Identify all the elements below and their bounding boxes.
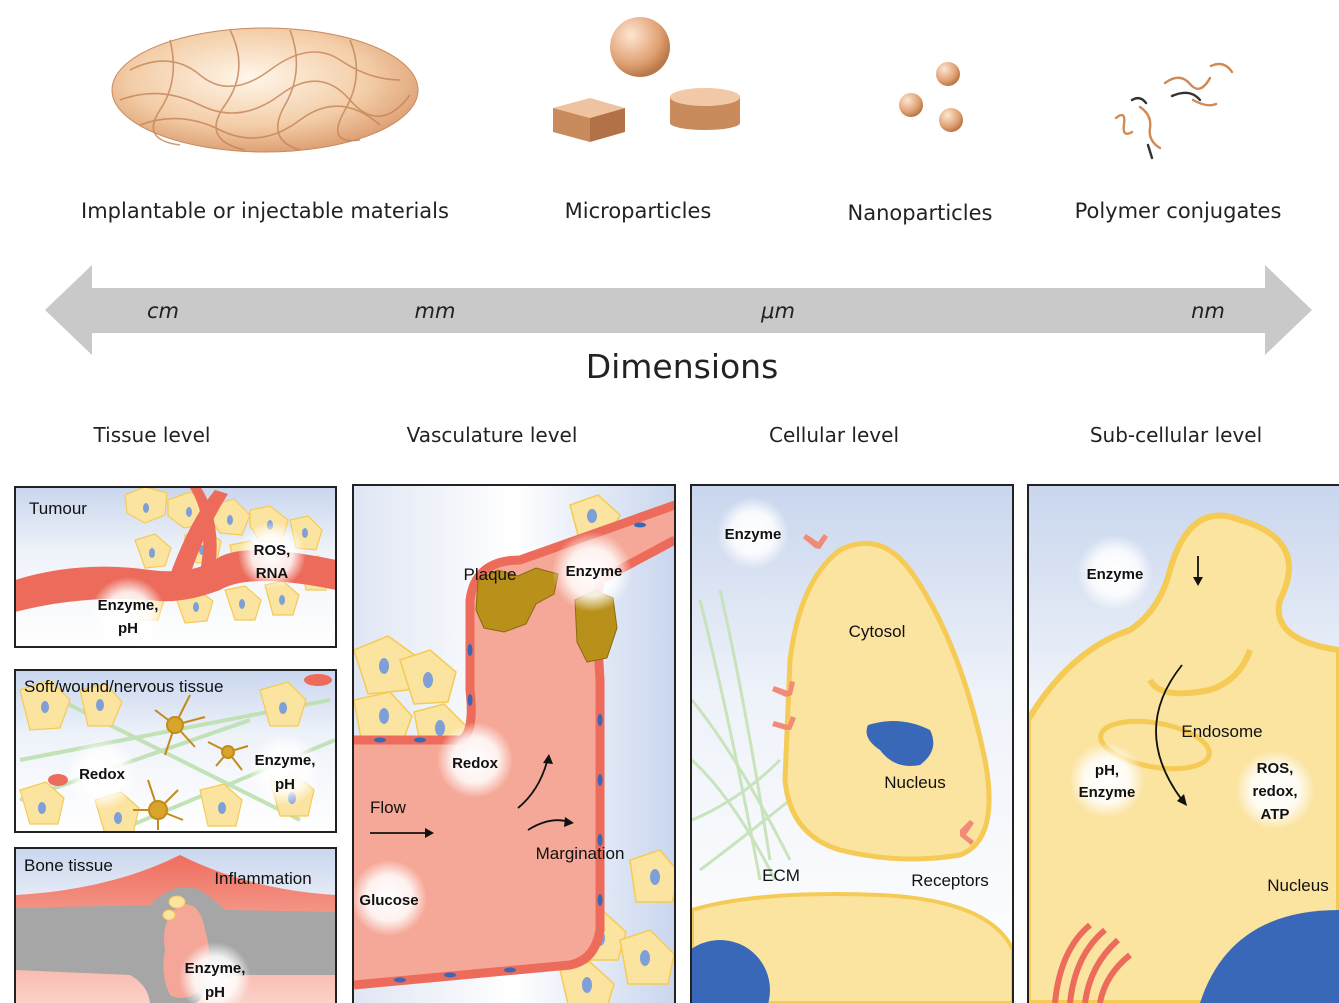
tumour-ros-label: ROS, [254, 542, 291, 559]
endosome-label: Endosome [1181, 722, 1262, 741]
bone-ph-label: pH [205, 984, 225, 1001]
scale-mm: mm [415, 299, 456, 323]
tumour-enzyme-label: Enzyme, [98, 597, 159, 614]
plaque-label: Plaque [464, 565, 517, 584]
tumour-ph-label: pH [118, 620, 138, 637]
ecm-label: ECM [762, 866, 800, 885]
subcellular-nucleus-label: Nucleus [1267, 876, 1328, 895]
subcellular-panel [1028, 485, 1339, 1003]
receptors-label: Receptors [911, 871, 988, 890]
subcellular-level-heading: Sub-cellular level [1090, 423, 1262, 447]
cellular-enzyme-label: Enzyme [725, 526, 782, 543]
tissue-level-heading: Tissue level [93, 423, 211, 447]
microparticles-icon [553, 17, 740, 142]
scale-um: μm [760, 299, 795, 323]
bone-inflammation-label: Inflammation [214, 869, 311, 888]
nanoparticles-icon [899, 62, 963, 132]
bone-tissue-title: Bone tissue [24, 856, 113, 875]
soft-ph-label: pH [275, 776, 295, 793]
cellular-level-heading: Cellular level [769, 423, 899, 447]
cellular-nucleus-label: Nucleus [884, 773, 945, 792]
vasculature-level-heading: Vasculature level [407, 423, 578, 447]
soft-enzyme-label: Enzyme, [255, 752, 316, 769]
subcellular-ph-enzyme-label: Enzyme [1079, 784, 1136, 801]
bone-enzyme-label: Enzyme, [185, 960, 246, 977]
soft-tissue-title: Soft/wound/nervous tissue [24, 677, 223, 696]
tumour-title: Tumour [29, 499, 87, 518]
subcellular-ros-label: ROS, [1257, 760, 1294, 777]
subcellular-ph-label: pH, [1095, 762, 1119, 779]
subcellular-enzyme-label: Enzyme [1087, 566, 1144, 583]
polymer-conjugates-icon [1116, 64, 1232, 158]
soft-redox-label: Redox [79, 766, 126, 783]
subcellular-atp-label: ATP [1261, 806, 1290, 823]
tumour-rna-label: RNA [256, 565, 289, 582]
implantable-label: Implantable or injectable materials [81, 199, 449, 223]
cellular-panel [670, 485, 1013, 1003]
dimension-arrow [45, 265, 1312, 355]
microparticles-label: Microparticles [565, 199, 712, 223]
cytosol-label: Cytosol [849, 622, 906, 641]
subcellular-redox-label: redox, [1252, 783, 1297, 800]
scale-cm: cm [147, 299, 179, 323]
vasculature-panel [351, 485, 680, 1003]
glucose-label: Glucose [359, 892, 418, 909]
margination-label: Margination [536, 844, 625, 863]
vasculature-enzyme-label: Enzyme [566, 563, 623, 580]
scale-nm: nm [1191, 299, 1225, 323]
polymer-conjugates-label: Polymer conjugates [1075, 199, 1282, 223]
implantable-material-icon [112, 28, 418, 152]
nanoparticles-label: Nanoparticles [848, 201, 993, 225]
flow-label: Flow [370, 798, 407, 817]
dimensions-title: Dimensions [586, 347, 779, 386]
vasculature-redox-label: Redox [452, 755, 499, 772]
